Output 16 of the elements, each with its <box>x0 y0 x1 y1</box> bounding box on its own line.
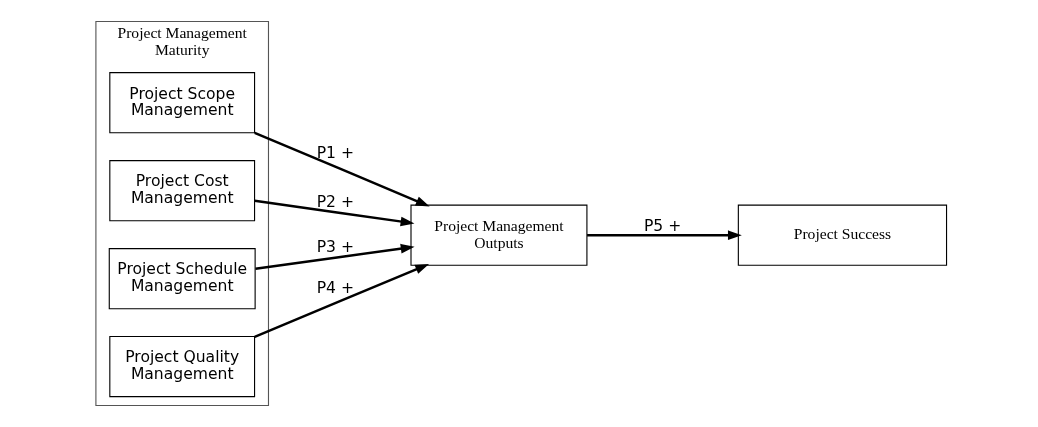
node-box: Project Scope Management <box>109 72 256 134</box>
node-box: Project Cost Management <box>109 160 256 222</box>
arrow <box>254 131 430 207</box>
arrow <box>255 243 415 270</box>
edge-label: P5 + <box>643 216 682 235</box>
node-box: Project Schedule Management <box>108 248 256 310</box>
edge-label: P3 + <box>316 238 354 257</box>
arrow <box>254 263 430 338</box>
arrow <box>587 230 742 241</box>
edge-label: P2 + <box>316 192 354 211</box>
node-box: Project Management Outputs <box>410 204 588 266</box>
edge-label: P1 + <box>316 143 354 162</box>
edge-label: P4 + <box>316 279 354 298</box>
node-box: Project Quality Management <box>109 335 256 398</box>
node-box: Project Success <box>737 204 948 266</box>
arrow <box>254 199 415 227</box>
